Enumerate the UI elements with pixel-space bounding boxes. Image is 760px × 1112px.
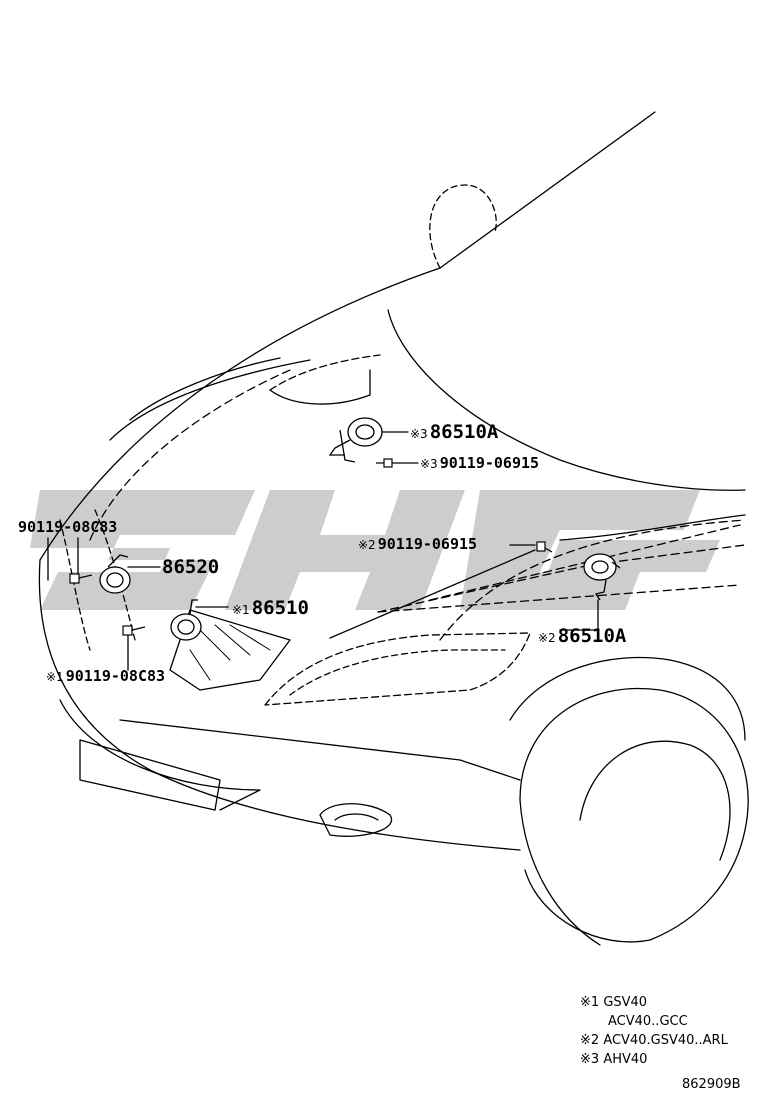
leader-86510A-right <box>559 599 599 631</box>
grille-outline <box>89 369 291 541</box>
callout-86520[interactable]: 86520 <box>162 558 219 577</box>
legend-text: AHV40 <box>603 1052 648 1067</box>
tire-tread <box>519 799 601 946</box>
bumper-lower <box>59 699 261 811</box>
horn-icon <box>328 417 383 463</box>
part-number: 86510 <box>251 597 309 619</box>
tire-outer <box>519 687 749 943</box>
part-number: 86510A <box>429 421 499 443</box>
headlamp-inner <box>289 649 506 696</box>
bumper-intake <box>79 739 221 811</box>
windshield-edge <box>439 111 656 269</box>
tire-inner <box>579 740 731 861</box>
fog-lamp <box>319 803 393 837</box>
wheel-arch <box>509 656 746 741</box>
hood-hidden-edge <box>269 369 371 405</box>
grille-mesh <box>169 609 291 691</box>
bolt-icon <box>536 541 553 553</box>
legend-mark: ※2 <box>580 1033 600 1048</box>
applicability-mark: ※1 <box>46 670 64 684</box>
applicability-legend: ※1 GSV40 ACV40..GCC ※2 ACV40.GSV40..ARL … <box>580 993 728 1069</box>
legend-text: GSV40 <box>603 995 648 1010</box>
part-number: 90119-06915 <box>439 454 540 472</box>
applicability-mark: ※2 <box>358 538 376 552</box>
radiator-support <box>377 584 741 613</box>
bolt-icon <box>376 458 393 468</box>
illustration-id: 862909B <box>682 1077 741 1092</box>
legend-text: ACV40..GCC <box>608 1014 688 1029</box>
part-number: 90119-06915 <box>377 535 478 553</box>
part-number: 86520 <box>162 556 220 578</box>
legend-row: ※3 AHV40 <box>580 1050 728 1069</box>
horn-icon <box>99 554 131 594</box>
applicability-mark: ※3 <box>410 427 428 441</box>
headlamp-outline <box>264 632 531 706</box>
horn-icon <box>170 599 202 641</box>
legend-row: ※1 GSV40 <box>580 993 728 1012</box>
part-number: 86510A <box>557 625 627 647</box>
part-number: 90119-08C83 <box>18 518 118 536</box>
applicability-mark: ※3 <box>420 457 438 471</box>
legend-text: ACV40.GSV40..ARL <box>603 1033 728 1048</box>
mirror-outline <box>429 184 497 269</box>
applicability-mark: ※1 <box>232 603 250 617</box>
bolt-icon <box>122 625 146 636</box>
left-hidden-structure <box>59 519 91 651</box>
callout-90119-08C83-left[interactable]: 90119-08C83 <box>18 520 117 535</box>
hood-fold <box>269 354 381 391</box>
bumper-line <box>119 719 521 781</box>
hood-edge <box>39 267 441 561</box>
fender-line <box>439 519 746 641</box>
applicability-mark: ※2 <box>538 631 556 645</box>
legend-mark: ※3 <box>580 1052 600 1067</box>
grille-top <box>129 357 281 421</box>
legend-row: ACV40..GCC <box>580 1012 728 1031</box>
part-number: 90119-08C83 <box>65 667 166 685</box>
fender-upper <box>559 514 746 541</box>
leader-06915-right-diag <box>329 549 536 639</box>
fog-lamp-inner <box>334 813 379 821</box>
grille-inner <box>109 359 311 441</box>
bolt-icon <box>69 573 93 584</box>
hood-center-crease <box>387 309 746 491</box>
legend-row: ※2 ACV40.GSV40..ARL <box>580 1031 728 1050</box>
horn-icon <box>583 553 621 601</box>
legend-mark: ※1 <box>580 995 600 1010</box>
